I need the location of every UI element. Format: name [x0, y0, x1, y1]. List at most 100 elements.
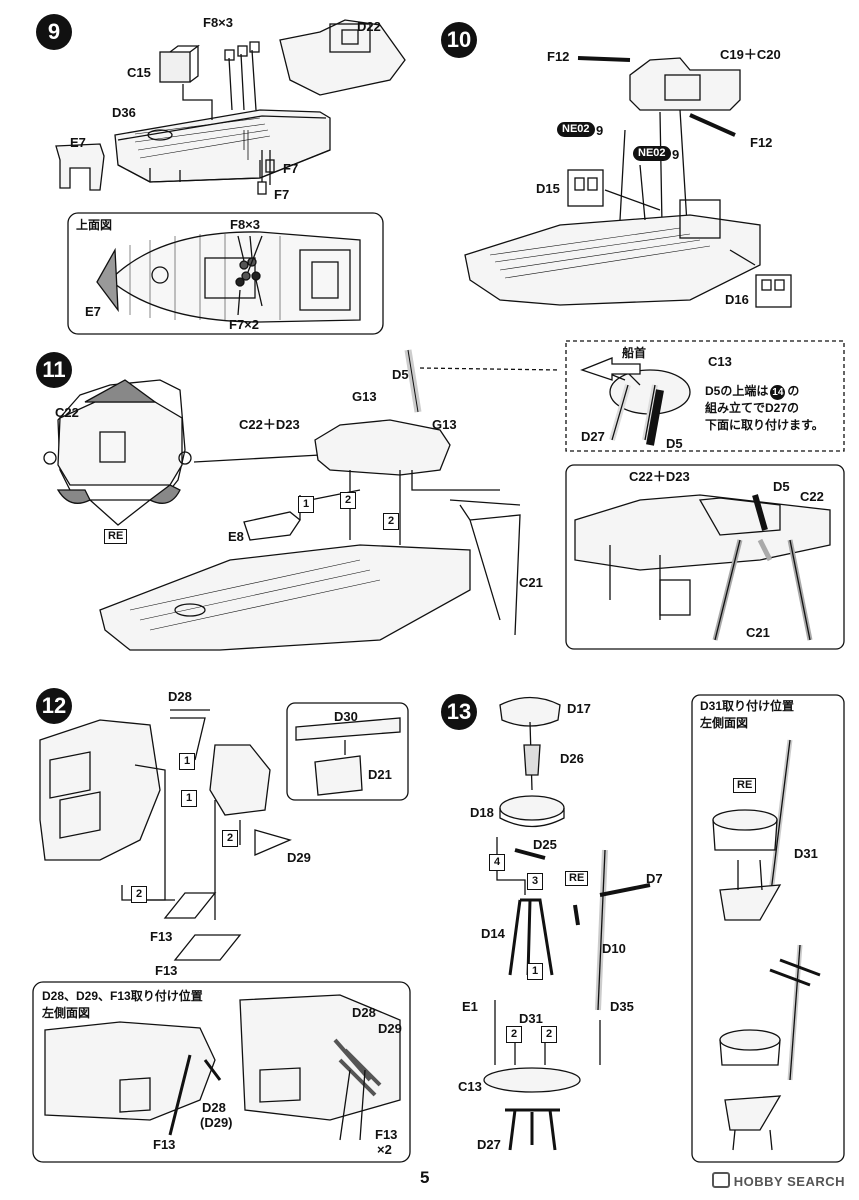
part-label-d5: D5 — [392, 367, 409, 382]
top-view-title: 上面図 — [76, 218, 113, 232]
part-label-f13-upper: F13 — [150, 929, 173, 944]
part-label-d29: D29 — [287, 850, 311, 865]
part-label-c22-d23: C22＋D23 — [239, 417, 300, 432]
step13-side-view-drawing — [712, 739, 821, 1151]
part-label-f7-upper: F7 — [283, 161, 299, 176]
side-label-d29-paren: (D29) — [200, 1115, 233, 1130]
result-label-c21: C21 — [746, 625, 770, 640]
step11-drawing — [43, 349, 561, 651]
side-label-f13: F13 — [153, 1137, 176, 1152]
decal-ne02-a: NE02 — [557, 122, 595, 137]
order-marker-1b: 1 — [181, 790, 197, 807]
part-label-e8: E8 — [228, 529, 244, 544]
page-number: 5 — [420, 1168, 430, 1187]
part-label-d16: D16 — [725, 292, 749, 307]
decal-number-b: 9 — [672, 147, 680, 162]
step12-detail-box — [286, 702, 409, 801]
part-label-d28: D28 — [168, 689, 192, 704]
part-label-d31: D31 — [519, 1011, 543, 1026]
decal-ne02-b: NE02 — [633, 146, 671, 161]
part-label-f12-right: F12 — [750, 135, 773, 150]
step11-detail-drawing — [580, 357, 691, 446]
part-label-d22: D22 — [357, 19, 381, 34]
detail-label-d5: D5 — [666, 436, 683, 451]
step-9-badge: 9 — [36, 14, 72, 50]
side-view-title-step13: D31取り付け位置 — [700, 699, 795, 713]
part-label-d17: D17 — [567, 701, 591, 716]
step9-top-view-drawing — [96, 231, 361, 323]
part-label-c13: C13 — [458, 1079, 482, 1094]
order-marker-1: 1 — [298, 496, 314, 513]
order-marker-2a: 2 — [222, 830, 238, 847]
step12-drawing — [39, 709, 292, 961]
part-label-d18: D18 — [470, 805, 494, 820]
order-marker-2b: 2 — [383, 513, 399, 530]
side-label-d31: D31 — [794, 846, 818, 861]
part-label-d25: D25 — [533, 837, 557, 852]
step-10-badge: 10 — [441, 22, 477, 58]
part-label-e1: E1 — [462, 999, 478, 1014]
detail-label-d27: D27 — [581, 429, 605, 444]
watermark: HOBBY SEARCH — [711, 1172, 845, 1189]
step11-result-box — [565, 464, 845, 650]
part-label-f8x3: F8×3 — [203, 15, 233, 30]
order-marker-2a: 2 — [506, 1026, 522, 1043]
step-12-badge: 12 — [36, 688, 72, 724]
part-label-f12-top: F12 — [547, 49, 570, 64]
inset-label-f8x3: F8×3 — [230, 217, 260, 232]
step-11-badge: 11 — [36, 352, 72, 388]
part-label-d27: D27 — [477, 1137, 501, 1152]
part-label-f13-lower: F13 — [155, 963, 178, 978]
side-view-subtitle-step12: 左側面図 — [42, 1006, 91, 1020]
step12-side-view-box — [32, 981, 411, 1163]
part-label-c19-c20: C19＋C20 — [720, 47, 781, 62]
step11-dashed-detail — [565, 340, 845, 452]
side-view-subtitle-step13: 左側面図 — [700, 716, 749, 730]
part-label-d30: D30 — [334, 709, 358, 724]
part-label-d35: D35 — [610, 999, 634, 1014]
part-label-d14: D14 — [481, 926, 505, 941]
part-label-c22: C22 — [55, 405, 79, 420]
part-label-c21: C21 — [519, 575, 543, 590]
decal-number-a: 9 — [596, 123, 604, 138]
part-label-g13-left: G13 — [352, 389, 377, 404]
step-13-badge: 13 — [441, 694, 477, 730]
part-label-d36: D36 — [112, 105, 136, 120]
step13-drawing — [483, 696, 651, 1151]
side-label-d28-right: D28 — [352, 1005, 376, 1020]
inset-label-e7: E7 — [85, 304, 101, 319]
step12-side-view-drawing — [44, 994, 401, 1141]
order-marker-4: 4 — [489, 854, 505, 871]
order-marker-1a: 1 — [179, 753, 195, 770]
order-marker-2b: 2 — [131, 886, 147, 903]
part-label-c15: C15 — [127, 65, 151, 80]
part-label-e7: E7 — [70, 135, 86, 150]
step12-detail-drawing — [295, 717, 401, 796]
part-label-d10: D10 — [602, 941, 626, 956]
bow-label: 船首 — [622, 346, 647, 360]
part-label-d26: D26 — [560, 751, 584, 766]
part-label-d21: D21 — [368, 767, 392, 782]
side-label-f13-x2: F13 — [375, 1127, 398, 1142]
part-label-g13-right: G13 — [432, 417, 457, 432]
step-14-reference: 14 — [770, 385, 786, 400]
step11-result-drawing — [574, 494, 831, 641]
re-tag-step13: RE — [565, 871, 589, 886]
side-label-x2: ×2 — [377, 1142, 392, 1157]
side-label-d28: D28 — [202, 1100, 226, 1115]
camera-icon — [711, 1172, 730, 1188]
part-label-d15: D15 — [536, 181, 560, 196]
side-label-d29-right: D29 — [378, 1021, 402, 1036]
step9-hull-drawing — [55, 19, 406, 195]
side-view-title-step12: D28、D29、F13取り付け位置 — [42, 989, 203, 1003]
part-label-f7-lower: F7 — [274, 187, 290, 202]
order-marker-3: 3 — [527, 873, 543, 890]
result-label-d5: D5 — [773, 479, 790, 494]
re-tag-side-view: RE — [733, 778, 757, 793]
step9-top-view-box — [67, 212, 384, 335]
order-marker-1: 1 — [527, 963, 543, 980]
inset-label-f7x2: F7×2 — [229, 317, 259, 332]
